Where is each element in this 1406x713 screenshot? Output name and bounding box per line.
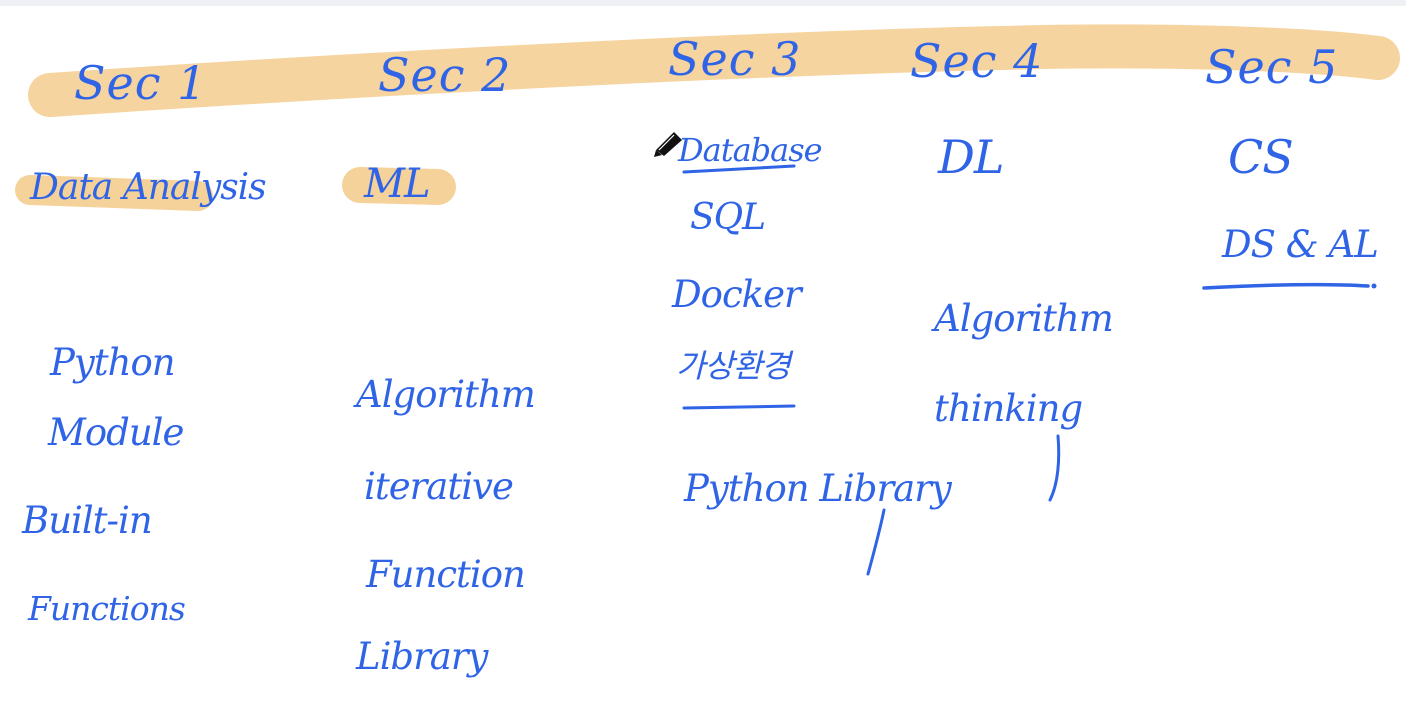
sec2-topic: ML bbox=[364, 161, 431, 207]
sec5-item: DS & AL bbox=[1222, 223, 1379, 266]
sec1-header: Sec 1 bbox=[74, 56, 208, 110]
sec1-item: Built-in bbox=[22, 499, 153, 542]
database-underline bbox=[682, 164, 796, 174]
data-analysis-highlight bbox=[15, 175, 213, 211]
sec2-item: iterative bbox=[364, 465, 514, 508]
sec3-item: SQL bbox=[690, 197, 766, 238]
pen-icon bbox=[654, 132, 682, 157]
sec2-header: Sec 2 bbox=[378, 48, 512, 102]
sec2-item: Function bbox=[366, 553, 526, 596]
sec1-item: Module bbox=[48, 411, 184, 454]
section-header-highlight bbox=[28, 24, 1400, 117]
sec5-header: Sec 5 bbox=[1205, 40, 1339, 94]
library-tail-stroke bbox=[866, 508, 886, 576]
ds-al-underline bbox=[1202, 282, 1370, 290]
sec1-item: Functions bbox=[28, 589, 186, 628]
sec3-divider-arrow bbox=[682, 404, 796, 410]
sec1-topic: Data Analysis bbox=[30, 167, 267, 208]
sec4-header: Sec 4 bbox=[910, 34, 1044, 88]
sec3-item: Python Library bbox=[684, 467, 952, 510]
sec4-item: thinking bbox=[934, 387, 1083, 430]
sec4-item: Algorithm bbox=[934, 297, 1114, 340]
ink-dot bbox=[1371, 283, 1377, 289]
thinking-tail-stroke bbox=[1048, 434, 1061, 502]
ml-highlight bbox=[342, 167, 456, 205]
sec5-topic: CS bbox=[1228, 130, 1294, 184]
sec2-item: Library bbox=[356, 635, 488, 678]
sec3-topic: Database bbox=[678, 131, 823, 169]
toolbar-edge bbox=[0, 0, 1406, 6]
sec1-item: Python bbox=[50, 341, 176, 384]
sec4-topic: DL bbox=[938, 130, 1004, 184]
sec2-item: Algorithm bbox=[356, 373, 536, 416]
sec3-header: Sec 3 bbox=[668, 32, 802, 86]
sec3-item: Docker bbox=[672, 273, 802, 316]
sec3-item: 가상환경 bbox=[676, 347, 791, 385]
